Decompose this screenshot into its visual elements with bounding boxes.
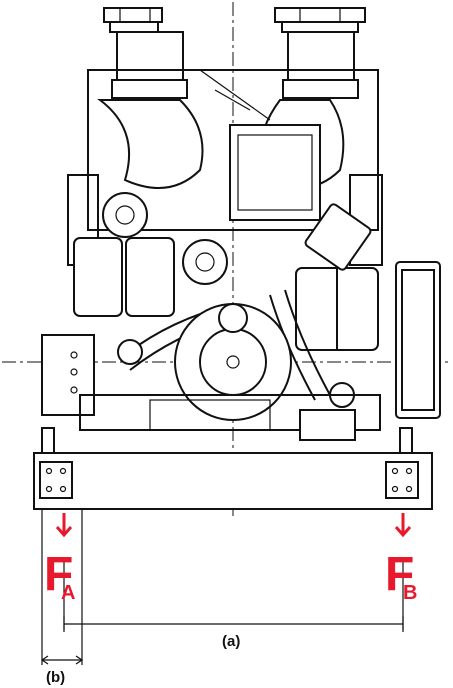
lower-components [79,394,381,441]
force-a-subscript: A [61,582,75,604]
support-lines [41,509,404,665]
flange-center [182,239,228,285]
flange-left [102,192,148,238]
force-arrow-b [394,513,412,538]
dimension-b-line [40,655,84,665]
cooling-unit [395,261,441,419]
base-frame [33,427,433,510]
dimension-a-label: (a) [222,633,240,650]
force-a-letter: F [44,548,73,601]
force-b-subscript: B [403,582,417,604]
dimension-b-label: (b) [46,669,65,686]
centerlines [2,2,451,520]
force-arrow-a [55,513,73,538]
filter-pair-right [295,203,379,351]
side-box-left [41,334,95,416]
dimension-a-line [63,616,404,632]
force-b-letter: F [385,548,414,601]
upper-block [67,69,383,266]
exhaust-stack-right [274,7,366,99]
exhaust-stack-left [103,7,188,99]
filter-pair-left [73,237,175,317]
